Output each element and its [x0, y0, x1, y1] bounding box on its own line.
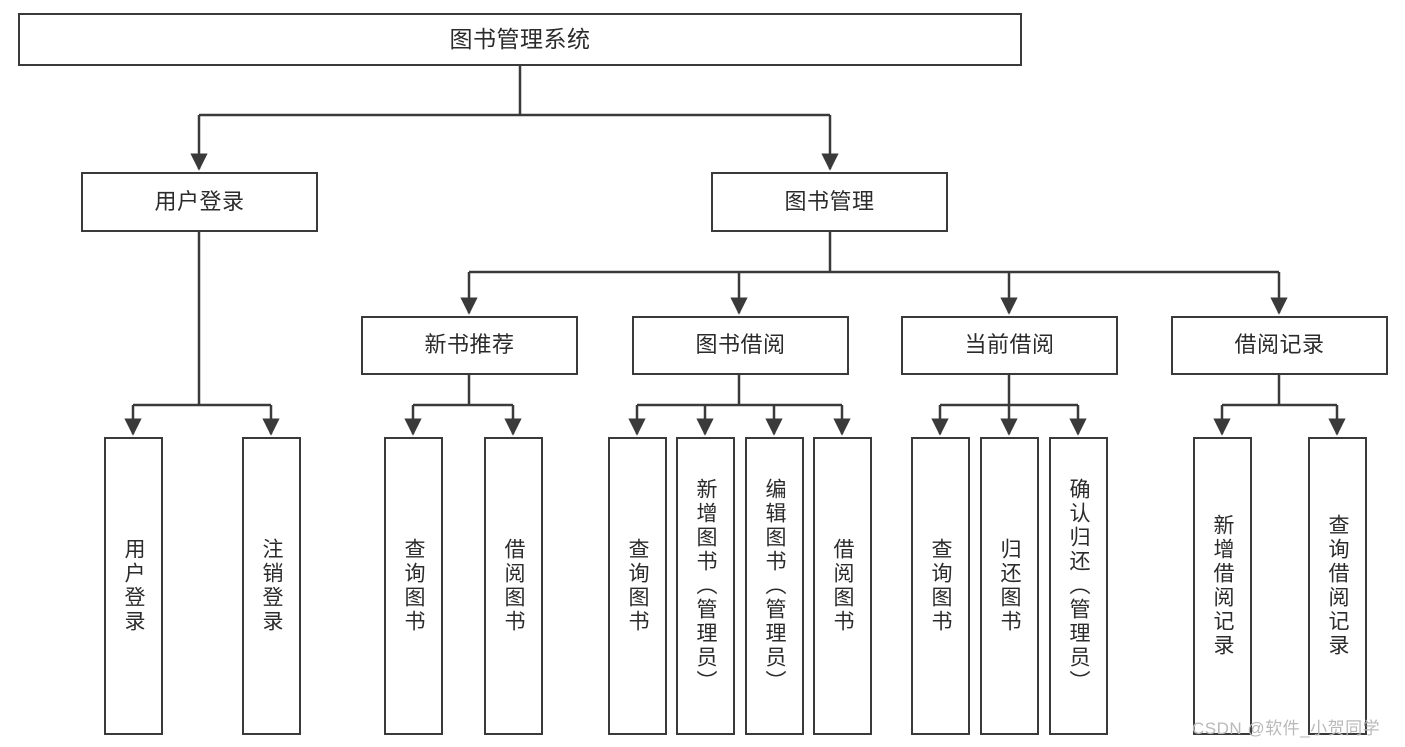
node-borrow-records[interactable]: 借阅记录: [1171, 316, 1388, 375]
node-label: 用户登录: [122, 538, 145, 634]
node-label: 确认归还（管理员）: [1067, 478, 1090, 694]
node-root-system[interactable]: 图书管理系统: [18, 13, 1022, 66]
node-label: 新增图书（管理员）: [694, 478, 717, 694]
node-label: 图书借阅: [695, 332, 786, 358]
node-current-borrow[interactable]: 当前借阅: [901, 316, 1118, 375]
leaf-current-return-book[interactable]: 归还图书: [980, 437, 1039, 735]
node-user-login[interactable]: 用户登录: [81, 172, 318, 232]
node-label: 查询图书: [626, 538, 649, 634]
node-label: 查询图书: [929, 538, 952, 634]
node-book-management[interactable]: 图书管理: [711, 172, 948, 232]
leaf-recommend-borrow-book[interactable]: 借阅图书: [484, 437, 543, 735]
node-label: 用户登录: [154, 188, 245, 214]
leaf-borrow-add-book-admin[interactable]: 新增图书（管理员）: [676, 437, 735, 735]
leaf-records-add-record[interactable]: 新增借阅记录: [1193, 437, 1252, 735]
leaf-records-query-record[interactable]: 查询借阅记录: [1308, 437, 1367, 735]
node-label: 图书管理: [784, 188, 875, 214]
leaf-current-confirm-return-admin[interactable]: 确认归还（管理员）: [1049, 437, 1108, 735]
node-book-borrow[interactable]: 图书借阅: [632, 316, 849, 375]
node-label: 新增借阅记录: [1211, 514, 1234, 658]
node-label: 归还图书: [998, 538, 1021, 634]
node-label: 查询图书: [402, 538, 425, 634]
node-label: 查询借阅记录: [1326, 514, 1349, 658]
node-label: 借阅记录: [1234, 332, 1325, 358]
leaf-recommend-query-book[interactable]: 查询图书: [384, 437, 443, 735]
node-label: 编辑图书（管理员）: [763, 478, 786, 694]
node-label: 新书推荐: [424, 332, 515, 358]
node-label: 借阅图书: [831, 538, 854, 634]
leaf-user-login-signout[interactable]: 注销登录: [242, 437, 301, 735]
node-label: 注销登录: [260, 538, 283, 634]
leaf-borrow-edit-book-admin[interactable]: 编辑图书（管理员）: [745, 437, 804, 735]
node-label: 图书管理系统: [449, 25, 591, 52]
leaf-borrow-query-book[interactable]: 查询图书: [608, 437, 667, 735]
node-new-book-recommend[interactable]: 新书推荐: [361, 316, 578, 375]
leaf-current-query-book[interactable]: 查询图书: [911, 437, 970, 735]
csdn-watermark: CSDN @软件_小贺同学: [1192, 719, 1381, 738]
leaf-user-login-signin[interactable]: 用户登录: [104, 437, 163, 735]
node-label: 借阅图书: [502, 538, 525, 634]
node-label: 当前借阅: [964, 332, 1055, 358]
leaf-borrow-borrow-book[interactable]: 借阅图书: [813, 437, 872, 735]
